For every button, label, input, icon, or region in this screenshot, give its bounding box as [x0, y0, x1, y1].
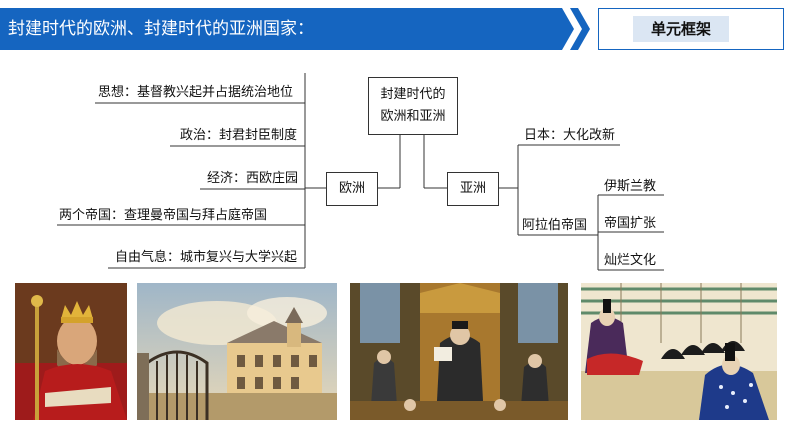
- europe-item-freedom: 自由气息：城市复兴与大学兴起: [115, 250, 298, 265]
- title-bar: [0, 8, 566, 50]
- castle-painting-image: [137, 283, 337, 420]
- root-node: 封建时代的欧洲和亚洲: [368, 77, 458, 135]
- asia-item-arab: 阿拉伯帝国: [522, 218, 588, 233]
- unit-frame-label: 单元框架: [633, 16, 729, 42]
- japanese-court-image: [581, 283, 777, 420]
- asia-item-japan: 日本：大化改新: [524, 128, 616, 143]
- root-node-label: 封建时代的欧洲和亚洲: [380, 87, 446, 124]
- arab-item-expansion: 帝国扩张: [604, 216, 657, 231]
- europe-item-economy: 经济：西欧庄园: [207, 171, 299, 186]
- unit-frame-box: 单元框架: [598, 8, 784, 50]
- page-title: 封建时代的欧洲、封建时代的亚洲国家：: [8, 19, 314, 39]
- asia-node-label: 亚洲: [459, 181, 486, 196]
- europe-item-thought: 思想：基督教兴起并占据统治地位: [98, 85, 294, 100]
- asia-node: 亚洲: [447, 172, 499, 206]
- charlemagne-portrait-image: [15, 283, 127, 420]
- chevron-arrow-icon: [548, 8, 590, 50]
- tree-connectors: [57, 73, 664, 271]
- header-banner: 封建时代的欧洲、封建时代的亚洲国家： 单元框架: [0, 0, 794, 58]
- concept-tree: 封建时代的欧洲和亚洲 欧洲 亚洲 思想：基督教兴起并占据统治地位 政治：封君封臣…: [57, 73, 664, 271]
- europe-node-label: 欧洲: [338, 181, 365, 196]
- arab-item-culture: 灿烂文化: [604, 253, 657, 268]
- europe-item-politics: 政治：封君封臣制度: [180, 128, 298, 143]
- europe-item-empires: 两个帝国：查理曼帝国与拜占庭帝国: [59, 208, 268, 223]
- university-lecture-image: [350, 283, 568, 420]
- europe-node: 欧洲: [326, 172, 378, 206]
- arab-item-islam: 伊斯兰教: [604, 179, 657, 194]
